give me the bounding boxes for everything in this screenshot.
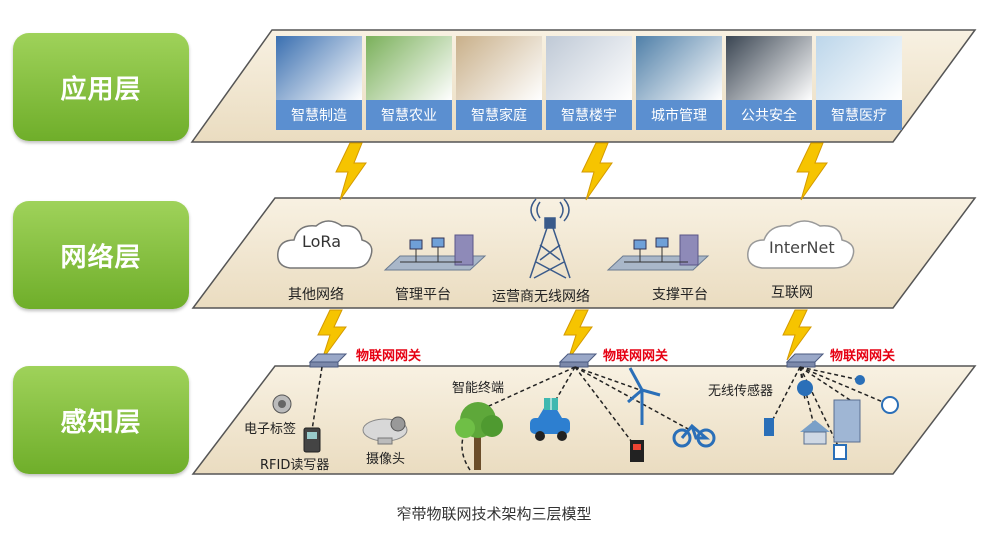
application-label: 智慧楼宇 <box>546 100 632 130</box>
network-platform <box>191 197 977 309</box>
application-label: 城市管理 <box>636 100 722 130</box>
lightning-icon <box>317 309 347 361</box>
gateway-label: 物联网网关 <box>356 349 422 364</box>
lightning-icon <box>581 142 613 201</box>
application-image-2 <box>366 36 452 100</box>
gateway-icon <box>308 353 348 368</box>
management-platform-icon <box>383 234 487 271</box>
car-icon <box>530 408 570 441</box>
gateway-icon <box>785 353 825 368</box>
application-label: 公共安全 <box>726 100 812 130</box>
internet-cloud-label: InterNet <box>769 238 835 257</box>
fuel-pump-icon <box>630 440 644 462</box>
support-platform-label: 支撑平台 <box>652 287 708 303</box>
electronic-tag-label: 电子标签 <box>244 422 297 437</box>
lora-label: LoRa <box>302 232 341 251</box>
support-platform-icon <box>606 234 710 271</box>
perception-platform <box>191 365 977 475</box>
application-label: 智慧农业 <box>366 100 452 130</box>
rfid-reader-icon <box>303 427 321 453</box>
wireless-sensor-label: 无线传感器 <box>708 384 774 399</box>
gift-box-icon <box>544 398 558 410</box>
perception-layer-label: 感知层 <box>13 366 189 474</box>
lightning-icon <box>335 142 367 201</box>
diagram-caption: 窄带物联网技术架构三层模型 <box>396 505 592 523</box>
lightning-icon <box>796 142 828 201</box>
other-network-label: 其他网络 <box>288 287 344 303</box>
wind-turbine-icon <box>627 367 661 425</box>
network-layer-label: 网络层 <box>13 201 189 309</box>
application-image-4 <box>546 36 632 100</box>
application-label: 智慧家庭 <box>456 100 542 130</box>
application-image-7 <box>816 36 902 100</box>
camera-icon <box>362 416 408 445</box>
application-image-3 <box>456 36 542 100</box>
internet-cloud-icon <box>747 220 855 269</box>
carrier-wireless-label: 运营商无线网络 <box>492 289 590 305</box>
application-label: 智慧制造 <box>276 100 362 130</box>
lightning-icon <box>563 309 593 361</box>
lightning-icon <box>782 309 812 361</box>
gateway-label: 物联网网关 <box>603 349 669 364</box>
internet-label: 互联网 <box>771 285 813 301</box>
cell-tower-icon <box>529 198 571 279</box>
application-image-5 <box>636 36 722 100</box>
gateway-label: 物联网网关 <box>830 349 896 364</box>
application-layer-label: 应用层 <box>13 33 189 141</box>
rfid-reader-label: RFID读写器 <box>260 458 330 473</box>
management-platform-label: 管理平台 <box>395 287 451 303</box>
building-icon <box>800 399 861 445</box>
tree-sensor-icon <box>455 402 503 470</box>
lora-cloud-icon <box>277 220 373 269</box>
application-label: 智慧医疗 <box>816 100 902 130</box>
sensor-icon <box>764 375 899 460</box>
gateway-icon <box>558 353 598 368</box>
application-image-1 <box>276 36 362 100</box>
electronic-tag-icon <box>272 394 292 414</box>
smart-terminal-label: 智能终端 <box>452 381 505 396</box>
application-image-6 <box>726 36 812 100</box>
camera-label: 摄像头 <box>366 452 406 467</box>
bicycle-icon <box>672 423 716 448</box>
